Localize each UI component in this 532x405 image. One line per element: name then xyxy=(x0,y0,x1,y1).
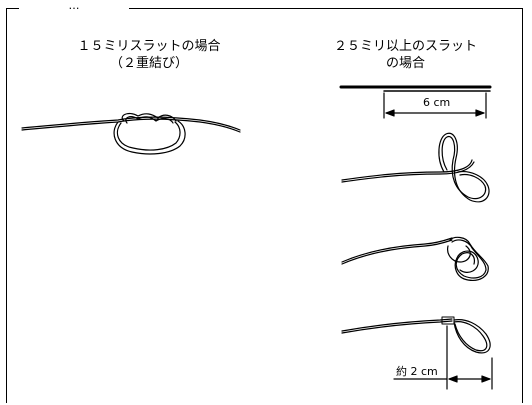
dimension-2cm-line xyxy=(393,325,493,390)
right-caption-line1: ２５ミリ以上のスラット xyxy=(333,39,477,54)
dimension-6cm-label: 6 cm xyxy=(423,96,451,109)
double-knot-drawing xyxy=(21,112,241,155)
cropped-heading: … xyxy=(19,0,129,13)
knot-step-2-drawing xyxy=(341,236,489,281)
right-caption-line2: の場合 xyxy=(385,56,425,71)
diagram-frame: … xyxy=(6,0,523,403)
left-caption-line2: （２重結び） xyxy=(109,56,188,71)
left-caption-line1: １５ミリスラットの場合 xyxy=(77,39,221,54)
slat-bar xyxy=(339,85,492,92)
dimension-2cm-label: 約 2 cm xyxy=(396,365,438,378)
dimension-6cm-line xyxy=(383,92,487,119)
knot-step-3-drawing xyxy=(341,316,491,354)
cropped-heading-text: … xyxy=(68,0,80,12)
knot-step-1-drawing xyxy=(341,132,490,203)
